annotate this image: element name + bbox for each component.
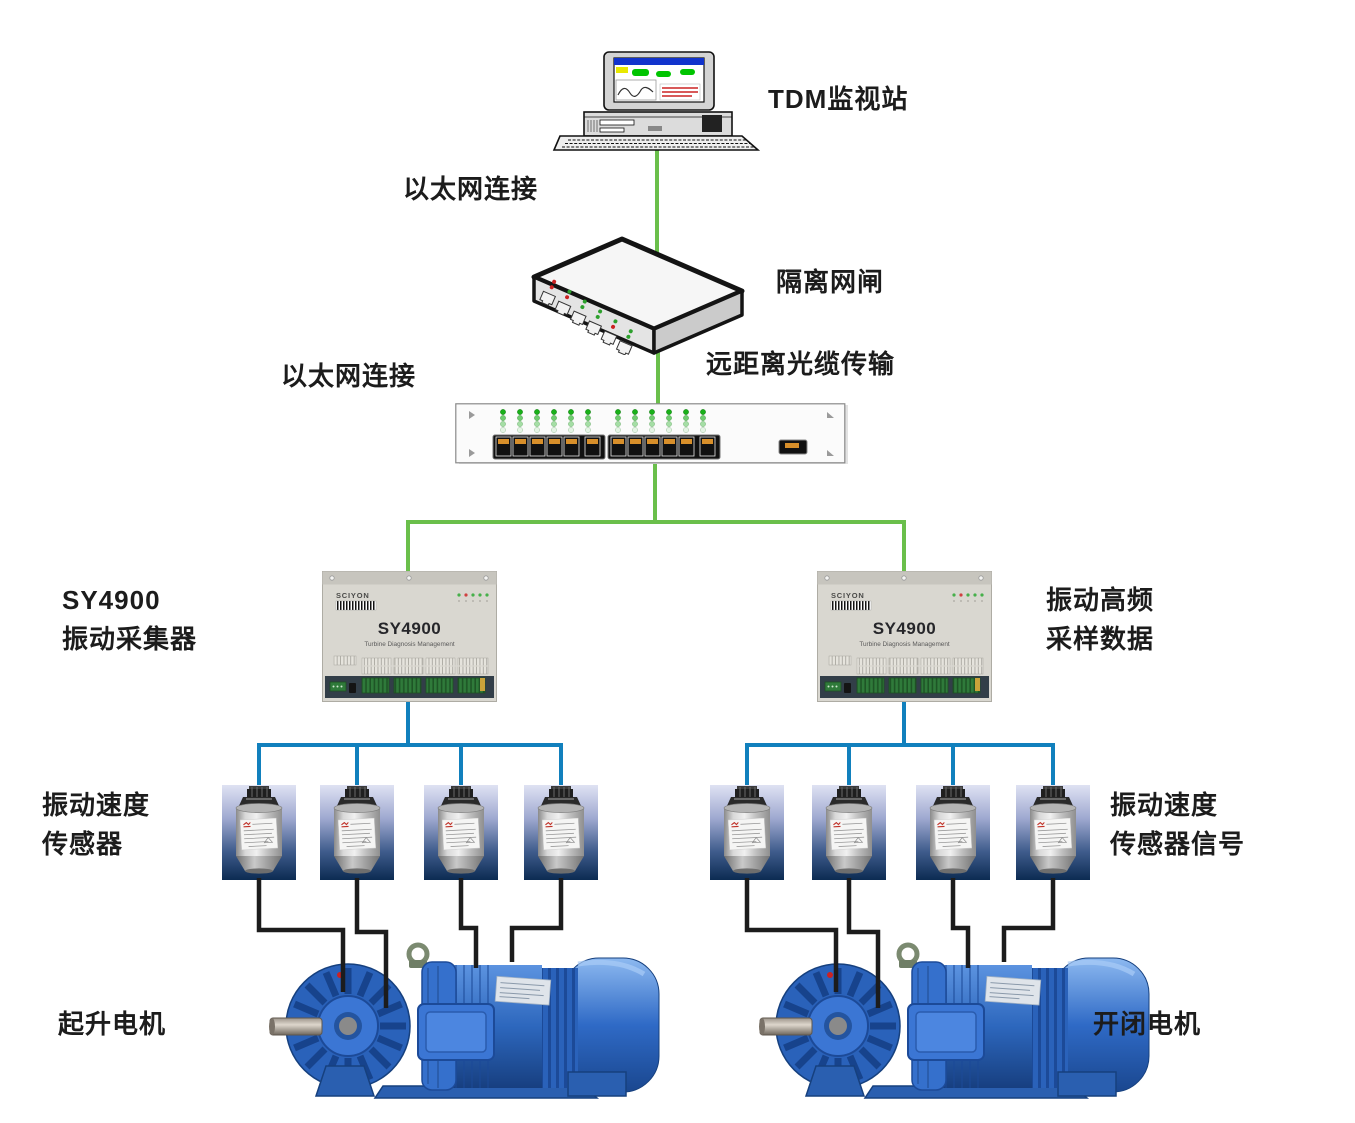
fiber-switch-graphic (455, 403, 850, 466)
switch-port-group-2 (607, 434, 721, 460)
sensor-tile-left-3 (423, 784, 499, 881)
computer-monitor (603, 51, 715, 111)
collector-label-line2: 振动采集器 (62, 624, 198, 654)
motor-left-label: 起升电机 (58, 1009, 167, 1039)
sensor-tile-left-1 (221, 784, 297, 881)
switch-port-group-1 (492, 434, 606, 460)
ethernet-branch-to-collectors (406, 520, 906, 574)
sensor-left-label: 振动速度传感器 (42, 786, 150, 864)
sensor-tile-right-4 (1015, 784, 1091, 881)
hf-data-label: 振动高频采样数据 (1046, 581, 1154, 659)
sensor-tile-right-2 (811, 784, 887, 881)
motor-left-graphic (268, 938, 663, 1103)
collector-label-line1: SY4900 (62, 585, 161, 615)
sy4900-collector-left (321, 568, 498, 705)
switch-led-bank (500, 409, 706, 433)
sensor-left-label-line1: 振动速度 (42, 790, 151, 820)
computer-tower (583, 111, 733, 137)
collector-label: SY4900 振动采集器 (62, 581, 197, 659)
sensor-tile-right-1 (709, 784, 785, 881)
tdm-workstation-graphic (552, 50, 762, 155)
ethernet-mid-label: 以太网连接 (281, 361, 417, 391)
sensor-right-label-line1: 振动速度 (1110, 790, 1219, 820)
hf-data-label-line1: 振动高频 (1046, 585, 1155, 615)
fiber-transmission-label: 远距离光缆传输 (706, 349, 896, 379)
isolation-gateway-graphic (522, 233, 754, 356)
gateway-label: 隔离网闸 (776, 267, 885, 297)
switch-uplink-port (778, 439, 808, 455)
sensor-tile-right-3 (915, 784, 991, 881)
hf-data-label-line2: 采样数据 (1046, 624, 1155, 654)
motor-right-label: 开闭电机 (1093, 1009, 1202, 1039)
sy4900-collector-right (816, 568, 993, 705)
computer-keyboard (552, 135, 761, 151)
sensor-right-label-line2: 传感器信号 (1110, 829, 1246, 859)
gateway-ports (539, 279, 633, 356)
sensor-left-label-line2: 传感器 (42, 829, 124, 859)
gateway-leds (549, 279, 633, 339)
sensor-tile-left-4 (523, 784, 599, 881)
rack-screws (469, 411, 834, 457)
ethernet-top-label: 以太网连接 (403, 174, 539, 204)
sensor-tile-left-2 (319, 784, 395, 881)
tdm-station-label: TDM监视站 (768, 84, 909, 114)
sensor-bus-left (257, 743, 563, 785)
sensor-right-label: 振动速度传感器信号 (1110, 786, 1245, 864)
sensor-bus-right (745, 743, 1055, 785)
